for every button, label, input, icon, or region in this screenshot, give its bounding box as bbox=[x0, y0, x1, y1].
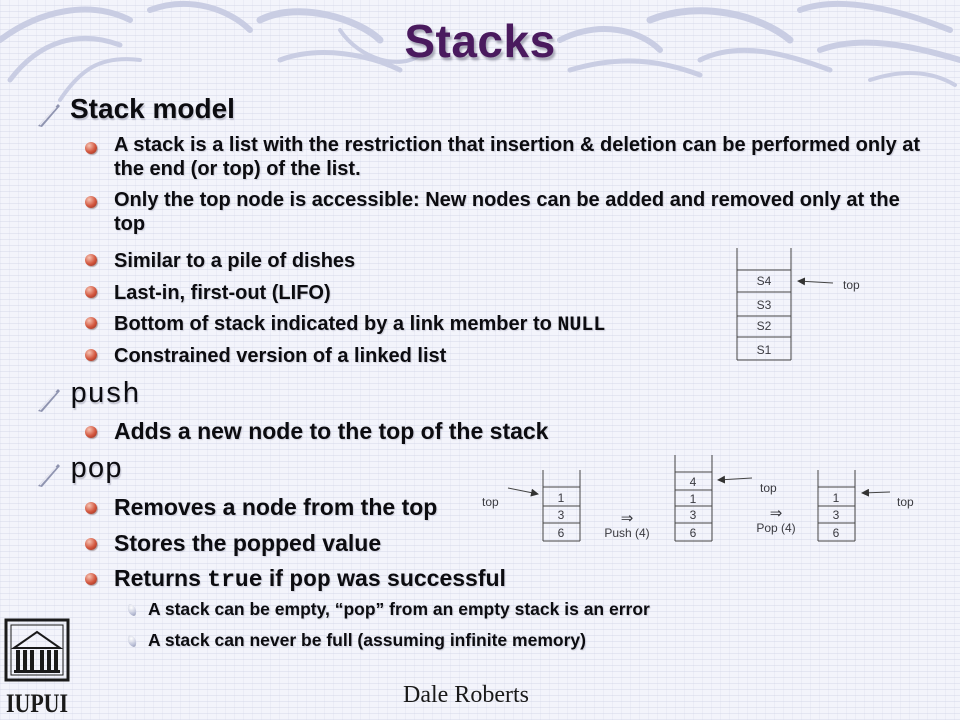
stack-cell: 3 bbox=[690, 508, 697, 522]
code-true: true bbox=[207, 567, 263, 593]
stack-cell: 3 bbox=[558, 508, 565, 522]
pop-bullet-returns: Returns true if pop was successful bbox=[114, 566, 506, 592]
stack-model-bullet-top-access: Only the top node is accessible: New nod… bbox=[114, 189, 900, 235]
implies-arrow-icon: ⇒ bbox=[621, 510, 634, 527]
bullet-dot-icon bbox=[85, 538, 97, 550]
stack-model-bullet-definition: A stack is a list with the restriction t… bbox=[114, 134, 921, 180]
top-pointer-label: top bbox=[897, 495, 914, 509]
stack-model-bullet-null: Bottom of stack indicated by a link memb… bbox=[114, 312, 605, 338]
bullet-text: Returns bbox=[114, 565, 208, 591]
stack-cell: 6 bbox=[690, 526, 697, 540]
stack-cell-s3: S3 bbox=[757, 298, 772, 312]
stack-diagram-after-push bbox=[674, 455, 753, 542]
bullet-dot-icon bbox=[85, 426, 97, 438]
slide-title: Stacks bbox=[404, 15, 556, 67]
bullet-dot-icon bbox=[85, 196, 97, 208]
pop-bullet-removes: Removes a node from the top bbox=[114, 494, 438, 520]
push-bullet-adds: Adds a new node to the top of the stack bbox=[114, 418, 549, 444]
stack-cell: 1 bbox=[833, 491, 840, 505]
stack-cell: 6 bbox=[833, 526, 840, 540]
pop-sub-bullet-empty: A stack can be empty, “pop” from an empt… bbox=[148, 599, 650, 619]
bullet-dot-icon bbox=[85, 254, 97, 266]
bullet-text: if bbox=[262, 565, 290, 591]
bullet-dot-icon bbox=[85, 573, 97, 585]
stack-cell: 6 bbox=[558, 526, 565, 540]
code-null: NULL bbox=[557, 314, 606, 337]
logo-text: IUPUI bbox=[6, 689, 68, 718]
bullet-dot-icon bbox=[85, 286, 97, 298]
top-pointer-label: top bbox=[482, 495, 499, 509]
stack-cell-s2: S2 bbox=[757, 319, 772, 333]
implies-arrow-icon: ⇒ bbox=[770, 505, 783, 522]
stack-model-bullet-constrained: Constrained version of a linked list bbox=[114, 345, 447, 367]
stack-cell: 3 bbox=[833, 508, 840, 522]
footer-author: Dale Roberts bbox=[403, 682, 529, 708]
bullet-dot-icon bbox=[85, 317, 97, 329]
pop-sub-bullet-full: A stack can never be full (assuming infi… bbox=[148, 630, 586, 650]
stack-model-bullet-lifo: Last-in, first-out (LIFO) bbox=[114, 282, 331, 304]
bullet-text: was successful bbox=[330, 565, 506, 591]
section-heading-pop: pop bbox=[70, 453, 123, 486]
bullet-text: Bottom of stack indicated by a link memb… bbox=[114, 313, 558, 335]
push-op-label: Push (4) bbox=[604, 526, 649, 540]
top-pointer-label: top bbox=[760, 481, 777, 495]
stack-diagram-s bbox=[736, 248, 834, 361]
pop-op-label: Pop (4) bbox=[756, 521, 795, 535]
quill-bullet-icon bbox=[38, 389, 60, 412]
stack-model-bullet-dishes: Similar to a pile of dishes bbox=[114, 250, 356, 272]
quill-bullet-icon bbox=[38, 104, 60, 127]
quill-bullet-icon bbox=[38, 464, 60, 487]
section-heading-stack-model: Stack model bbox=[70, 93, 235, 124]
stack-cell: 1 bbox=[690, 492, 697, 506]
iupui-logo: IUPUI bbox=[4, 618, 70, 718]
stack-diagram-after-pop bbox=[817, 470, 891, 542]
bullet-dot-icon bbox=[85, 349, 97, 361]
stack-cell: 1 bbox=[558, 491, 565, 505]
stack-cell: 4 bbox=[690, 475, 697, 489]
header-swirl-decoration bbox=[0, 0, 960, 102]
code-pop: pop bbox=[289, 567, 331, 593]
top-pointer-label: top bbox=[843, 278, 860, 292]
stack-cell-s1: S1 bbox=[757, 343, 772, 357]
pop-bullet-stores: Stores the popped value bbox=[114, 530, 382, 556]
section-heading-push: push bbox=[70, 378, 140, 411]
stack-diagram-before bbox=[507, 470, 581, 542]
stack-cell-s4: S4 bbox=[757, 274, 772, 288]
bullet-dot-icon bbox=[85, 502, 97, 514]
bullet-dot-icon bbox=[85, 142, 97, 154]
